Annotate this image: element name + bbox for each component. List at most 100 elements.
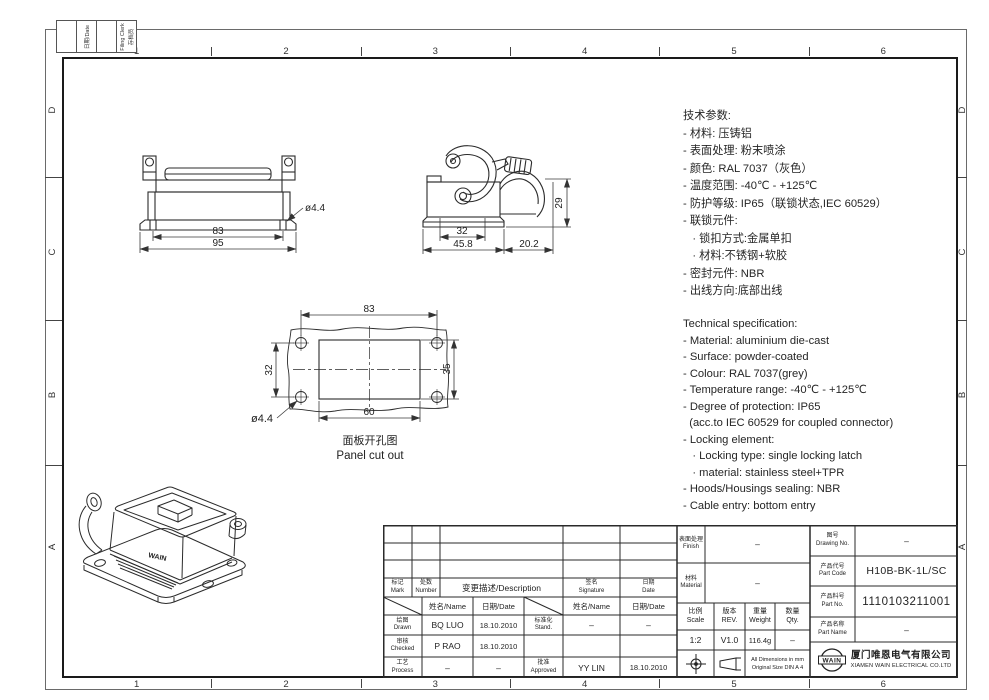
side-dim-32: 32 <box>456 226 468 237</box>
iso-marking: WAIN <box>148 552 167 563</box>
part-no-value: 1110103211001 <box>862 595 951 608</box>
spec-block-en: Technical specification:- Material: alum… <box>683 316 893 514</box>
panel-holes <box>293 335 445 405</box>
spec-line: - 防护等级: IP65（联锁状态,IEC 60529） <box>683 197 887 210</box>
zone-tick <box>958 320 967 321</box>
zone-number: 6 <box>880 45 886 57</box>
material-label: 材料 Material <box>680 575 702 590</box>
spec-line: (acc.to IEC 60529 for coupled connector) <box>683 417 894 429</box>
weight-label: 重量 Weight <box>749 607 771 624</box>
panel-cutout-view: 83 32 35 60 ø4.4 面板开孔图 Panel cut out <box>251 304 459 462</box>
zone-letter-left: C <box>47 248 58 256</box>
isometric-view: WAIN <box>78 486 247 604</box>
front-hole-leader: ø4.4 <box>305 203 325 214</box>
zone-tick <box>45 320 62 321</box>
panel-dim-32: 32 <box>264 364 275 376</box>
side-dim-45-8: 45.8 <box>453 239 473 250</box>
date-col-header: 日期/Date <box>632 601 665 611</box>
panel-hole-leader: ø4.4 <box>251 413 273 425</box>
front-view-part <box>139 155 297 231</box>
drawn-name: BQ LUO <box>431 620 464 630</box>
rev-value: V1.0 <box>720 635 739 645</box>
part-name-value: – <box>904 624 909 635</box>
date-col-header: 日期/Date <box>482 601 515 611</box>
spec-line: - Locking element: <box>683 433 775 446</box>
panel-dim-83: 83 <box>363 304 375 315</box>
spec-line: - Material: aluminium die-cast <box>683 334 830 347</box>
zone-tick <box>211 679 212 688</box>
mark-header: 标记 Mark <box>390 580 405 594</box>
spec-line: - 出线方向:底部出线 <box>683 285 783 297</box>
zone-number: 5 <box>731 45 737 57</box>
number-header: 处数 Number <box>415 580 437 594</box>
first-angle-projection-icon <box>719 657 741 671</box>
zone-tick <box>361 47 362 56</box>
zone-number: 5 <box>731 678 737 690</box>
spec-line: - 联锁元件: <box>683 215 738 227</box>
front-dim-83: 83 <box>212 226 224 237</box>
panel-dimensions <box>271 310 459 422</box>
spec-line: · Locking type: single locking latch <box>683 450 863 462</box>
spec-line: - 颜色: RAL 7037（灰色） <box>683 162 813 175</box>
part-no-label: 产品料号 Part No. <box>820 594 845 608</box>
finish-value: – <box>755 539 760 549</box>
stamp-date-cell: 日期/Date <box>76 20 97 53</box>
process-label: 工艺 Process <box>391 660 414 674</box>
finish-label: 表面处理 Finish <box>678 536 703 551</box>
title-block: 标记 Mark 处数 Number 变更描述/Description 签名 Si… <box>383 525 958 678</box>
projection-target-symbol-cell <box>677 650 714 678</box>
panel-caption-zh: 面板开孔图 <box>343 433 398 447</box>
checked-name: P RAO <box>434 641 461 651</box>
spec-line: - 温度范围: -40℃ - +125℃ <box>683 180 818 192</box>
dimensions-note-line2: Original Size DIN A 4 <box>751 665 804 671</box>
company-name-zh: 厦门唯恩电气有限公司 <box>850 650 951 662</box>
spec-line: · 材料:不锈钢+软胶 <box>683 250 788 262</box>
front-view-dimensions <box>139 207 304 253</box>
zone-number: 3 <box>432 45 438 57</box>
drawn-date: 18.10.2010 <box>479 620 518 630</box>
side-view: 32 45.8 20.2 29 <box>422 145 571 254</box>
drawn-label: 绘图 Drawn <box>393 617 412 632</box>
drawing-no-label: 图号 Drawing No. <box>815 533 849 547</box>
projection-target-icon <box>685 654 706 674</box>
scale-label: 比例 Scale <box>686 607 705 624</box>
company-name-en: XIAMEN WAIN ELECTRICAL CO.LTD <box>850 662 952 669</box>
zone-number: 3 <box>432 678 438 690</box>
material-value: – <box>755 578 760 588</box>
side-view-part <box>422 145 545 228</box>
zone-number: 2 <box>283 45 289 57</box>
zone-letter-right: C <box>957 248 968 256</box>
spec-line: 技术参数: <box>683 110 731 122</box>
stamp-clerk-cell: Filing Clerk 存档员 <box>116 20 137 53</box>
zone-tick <box>659 679 660 688</box>
panel-dim-60: 60 <box>363 407 375 418</box>
company-name: 厦门唯恩电气有限公司 XIAMEN WAIN ELECTRICAL CO.LTD <box>851 650 952 670</box>
spec-line: - Degree of protection: IP65 <box>683 400 821 413</box>
stamp-empty-cell <box>56 20 77 53</box>
name-col-header: 姓名/Name <box>428 601 467 611</box>
spec-block-zh: 技术参数:- 材料: 压铸铝- 表面处理: 粉末喷涂- 颜色: RAL 7037… <box>683 108 887 301</box>
checked-label: 审核 Checked <box>390 638 415 653</box>
panel-caption-en: Panel cut out <box>336 450 404 462</box>
stamp-empty-cell <box>96 20 117 53</box>
zone-letter-right: A <box>957 543 968 551</box>
dimensions-note: All Dimensions in mm Original Size DIN A… <box>745 650 810 678</box>
zone-letter-left: D <box>47 106 58 114</box>
spec-line: - Surface: powder-coated <box>683 351 809 363</box>
zone-tick <box>361 679 362 688</box>
spec-line: · 锁扣方式:金属单扣 <box>683 232 792 245</box>
signature-header: 签名 Signature <box>578 580 605 594</box>
zone-letter-right: D <box>957 106 968 114</box>
zone-number: 2 <box>283 678 289 690</box>
approved-name: YY LIN <box>578 662 605 673</box>
standardized-name: – <box>589 620 594 630</box>
side-dim-29: 29 <box>554 197 565 209</box>
wain-logo-text: WAIN <box>822 658 841 665</box>
zone-letter-left: A <box>47 543 58 551</box>
spec-line: - 材料: 压铸铝 <box>683 127 752 140</box>
zone-tick <box>958 177 967 178</box>
zone-tick <box>659 47 660 56</box>
spec-line: - Cable entry: bottom entry <box>683 499 816 512</box>
